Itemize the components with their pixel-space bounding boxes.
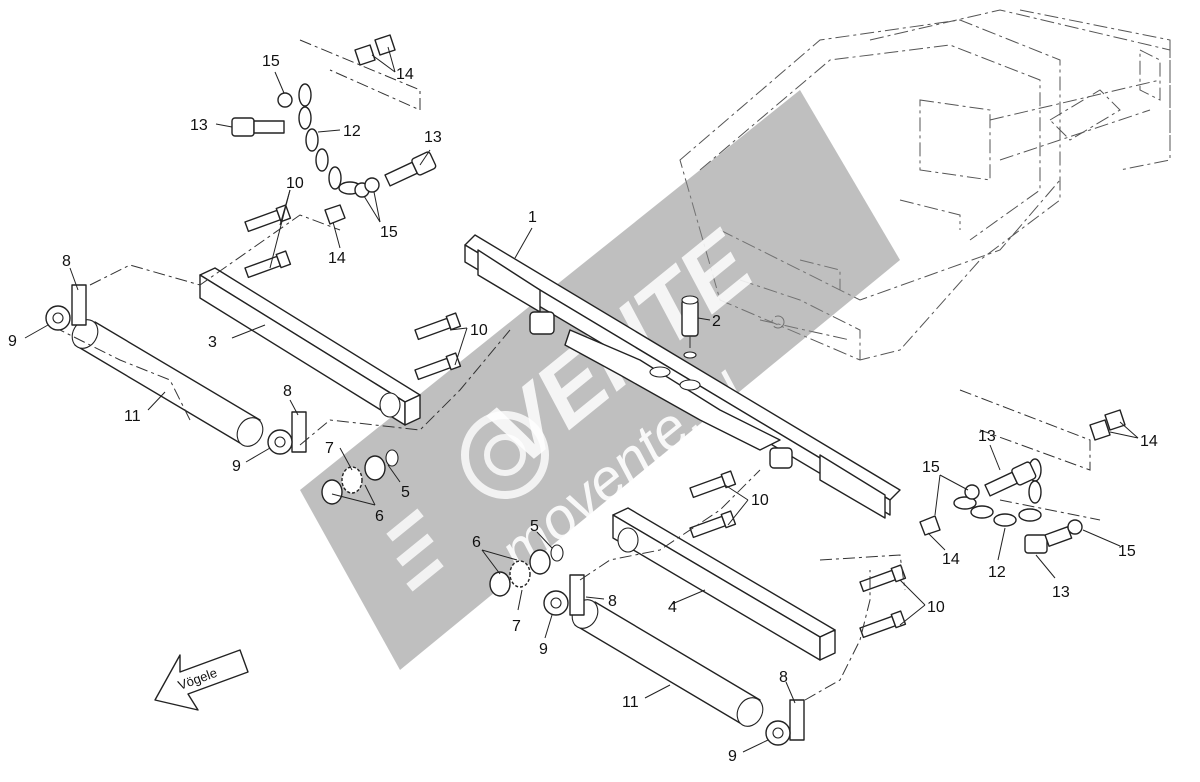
- part-11-cylinder-right: [571, 599, 764, 727]
- callout-7: 7: [325, 440, 334, 457]
- direction-arrow: Vögele: [154, 649, 249, 711]
- part-3-crossbar-left: [199, 267, 421, 426]
- part-12-chain-right: [953, 458, 1042, 527]
- callout-12: 12: [343, 123, 361, 140]
- callout-8: 8: [608, 593, 617, 610]
- callout-4: 4: [668, 599, 677, 616]
- callout-9: 9: [728, 748, 737, 765]
- callout-10: 10: [470, 322, 488, 339]
- callout-14: 14: [396, 66, 414, 83]
- callout-14: 14: [328, 250, 346, 267]
- callout-10: 10: [286, 175, 304, 192]
- callout-13: 13: [978, 428, 996, 445]
- callout-14: 14: [1140, 433, 1158, 450]
- arrow-left-icon: [154, 649, 249, 711]
- callout-9: 9: [232, 458, 241, 475]
- callout-5: 5: [530, 518, 539, 535]
- part-8-9-brackets: [45, 284, 805, 746]
- part-2-pivot-pin: [681, 295, 699, 350]
- callout-10: 10: [927, 599, 945, 616]
- callout-15: 15: [380, 224, 398, 241]
- beam-bushings: [529, 311, 793, 469]
- callout-13: 13: [424, 129, 442, 146]
- callout-8: 8: [779, 669, 788, 686]
- part-4-crossbar-right: [612, 507, 836, 661]
- leader-lines: [24, 46, 1139, 753]
- callout-6: 6: [472, 534, 481, 551]
- callout-15: 15: [1118, 543, 1136, 560]
- callout-8: 8: [283, 383, 292, 400]
- part-12-chain-left: [298, 83, 362, 195]
- callout-1: 1: [528, 209, 537, 226]
- callout-13: 13: [1052, 584, 1070, 601]
- callout-14: 14: [942, 551, 960, 568]
- callout-12: 12: [988, 564, 1006, 581]
- callout-15: 15: [922, 459, 940, 476]
- part-5-6-7-washers: [321, 449, 564, 597]
- watermark-logo-icon: [386, 508, 444, 592]
- callout-15: 15: [262, 53, 280, 70]
- part-13-14-15-fasteners: [231, 34, 1126, 554]
- callout-10: 10: [751, 492, 769, 509]
- callout-6: 6: [375, 508, 384, 525]
- callout-8: 8: [62, 253, 71, 270]
- assembly-dashes: [59, 39, 1101, 701]
- callout-5: 5: [401, 484, 410, 501]
- callout-2: 2: [712, 313, 721, 330]
- callout-3: 3: [208, 334, 217, 351]
- part-10-bolts: [244, 204, 907, 639]
- callout-7: 7: [512, 618, 521, 635]
- callout-9: 9: [539, 641, 548, 658]
- callouts: 1 2 3 4 5 5 6 6 7 7 8 8 8 8 9 9 9 9 10 1…: [8, 53, 1158, 765]
- callout-11: 11: [124, 408, 141, 425]
- callout-11: 11: [622, 694, 639, 711]
- callout-9: 9: [8, 333, 17, 350]
- callout-13: 13: [190, 117, 208, 134]
- watermark-band: [300, 90, 900, 670]
- watermark-bearing-icon: [461, 411, 549, 499]
